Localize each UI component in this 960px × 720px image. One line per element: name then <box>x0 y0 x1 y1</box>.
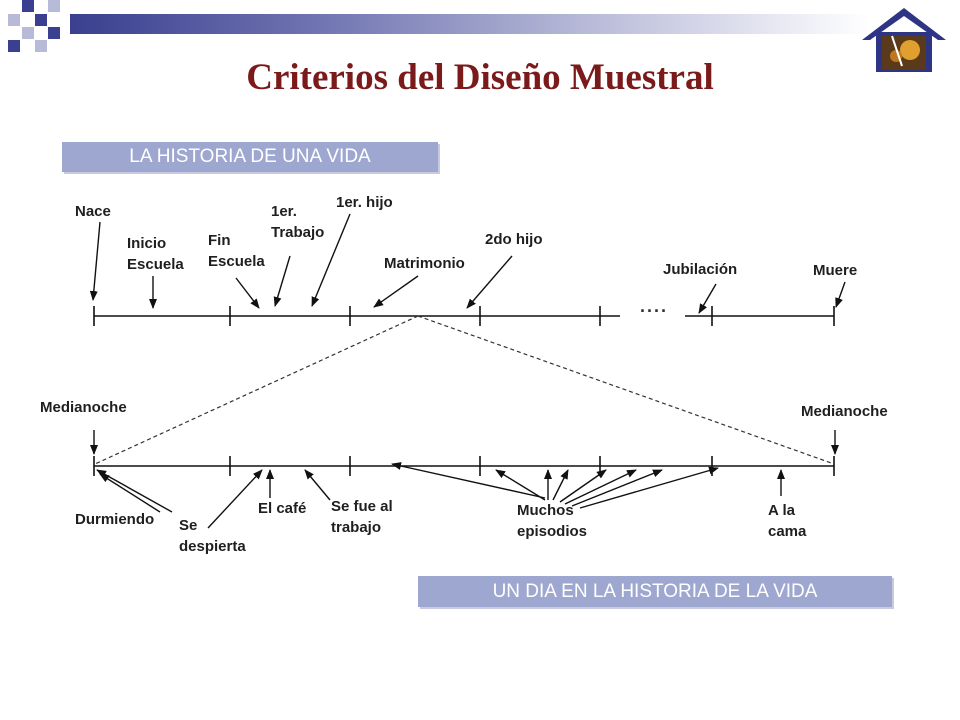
arrow-fin-escuela <box>235 277 260 309</box>
day-arrows <box>90 430 839 529</box>
arrow-durmiendo-1 <box>96 469 173 513</box>
label-segundo-hijo: 2do hijo <box>485 231 543 248</box>
label-primer-trabajo: 1er. Trabajo <box>271 203 325 241</box>
timeline-ellipsis: .... <box>640 296 669 316</box>
arrow-episodio-4 <box>552 469 569 501</box>
arrow-muere <box>835 281 846 308</box>
life-history-banner: LA HISTORIA DE UNA VIDA <box>62 142 438 172</box>
label-primer-hijo: 1er. hijo <box>336 194 393 211</box>
arrow-se-despierta <box>207 469 263 529</box>
arrow-nace <box>89 221 101 301</box>
arrow-primer-hijo <box>311 213 351 307</box>
day-history-banner: UN DIA EN LA HISTORIA DE LA VIDA <box>418 576 892 607</box>
label-medianoche-start: Medianoche <box>40 399 127 416</box>
zoom-lines <box>94 315 835 465</box>
house-logo-icon <box>862 8 946 72</box>
day-timeline <box>93 456 835 476</box>
label-muchos-episodios: Muchos episodios <box>517 502 588 540</box>
arrow-jubilacion <box>698 283 717 314</box>
label-jubilacion: Jubilación <box>663 261 738 278</box>
arrow-episodio-7 <box>571 469 663 507</box>
arrow-segundo-hijo <box>466 255 513 309</box>
label-se-despierta: Se despierta <box>179 517 246 555</box>
label-durmiendo: Durmiendo <box>75 511 155 528</box>
arrow-durmiendo-2 <box>99 473 161 513</box>
label-medianoche-end: Medianoche <box>801 403 888 420</box>
life-arrows <box>89 213 846 314</box>
grid-logo-icon <box>8 0 60 52</box>
arrow-episodio-8 <box>579 466 719 509</box>
label-a-la-cama: A la cama <box>768 502 807 540</box>
life-timeline <box>93 306 835 326</box>
label-se-fue-trabajo: Se fue al trabajo <box>331 498 393 536</box>
arrow-se-fue-trabajo <box>304 469 331 501</box>
label-nace: Nace <box>75 203 111 220</box>
arrow-primer-trabajo <box>273 255 291 307</box>
arrow-matrimonio <box>373 275 419 308</box>
arrow-episodio-5 <box>559 469 607 503</box>
label-muere: Muere <box>813 262 858 279</box>
label-inicio-escuela: Inicio Escuela <box>127 235 184 273</box>
label-el-cafe: El café <box>258 500 307 517</box>
label-fin-escuela: Fin Escuela <box>208 232 265 270</box>
arrow-episodio-1 <box>391 462 546 499</box>
arrow-episodio-2 <box>495 469 546 501</box>
page-title: Criterios del Diseño Muestral <box>246 57 714 98</box>
label-matrimonio: Matrimonio <box>384 255 465 272</box>
arrow-episodio-6 <box>564 469 637 505</box>
header-bar <box>70 14 870 34</box>
